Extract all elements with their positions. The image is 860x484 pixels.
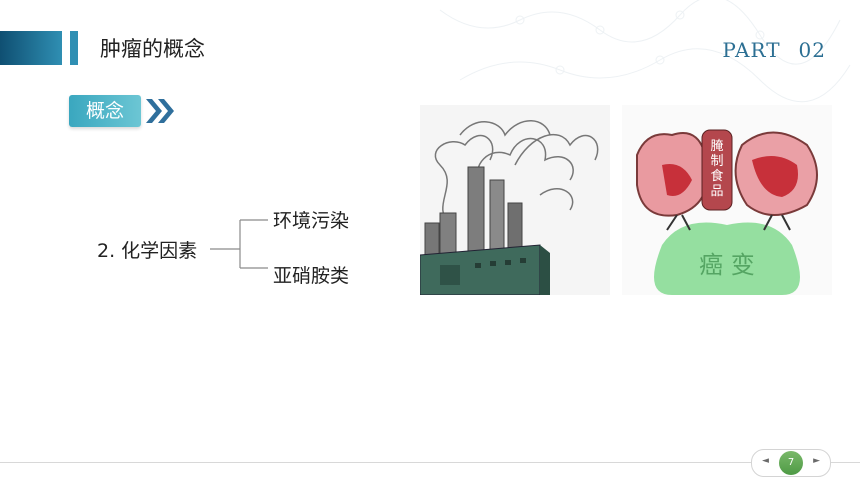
branch-nitrosamines: 亚硝胺类 [273,265,350,287]
branch-environmental-pollution: 环境污染 [273,210,350,232]
footer-divider [0,462,860,463]
page-title: 肿瘤的概念 [100,37,205,61]
part-label: PART 02 [722,38,826,62]
factory-pollution-illustration [420,105,610,295]
food-label-char-3: 食 [710,168,723,184]
section-badge: 概念 [69,95,141,127]
food-label-char-4: 品 [710,184,723,199]
food-label-char-1: 腌 [710,139,723,154]
part-text: PART [722,38,781,62]
pickled-food-cancer-illustration: 腌 制 食 品 癌 变 [622,105,832,295]
header-accent-bar [0,31,62,65]
part-number: 02 [798,38,826,62]
header-accent-stripe [70,31,78,65]
cancer-caption: 癌 变 [699,251,755,279]
factor-label: 2. 化学因素 [97,240,198,262]
branch-bracket [210,219,268,269]
double-chevron-right-icon [146,99,174,123]
next-page-icon[interactable]: ► [813,456,820,466]
page-number: 7 [779,451,803,475]
food-label-char-2: 制 [710,154,723,169]
decorative-pattern [439,0,851,103]
prev-page-icon[interactable]: ◄ [762,456,769,466]
page-navigator: ◄ 7 ► [751,449,831,477]
